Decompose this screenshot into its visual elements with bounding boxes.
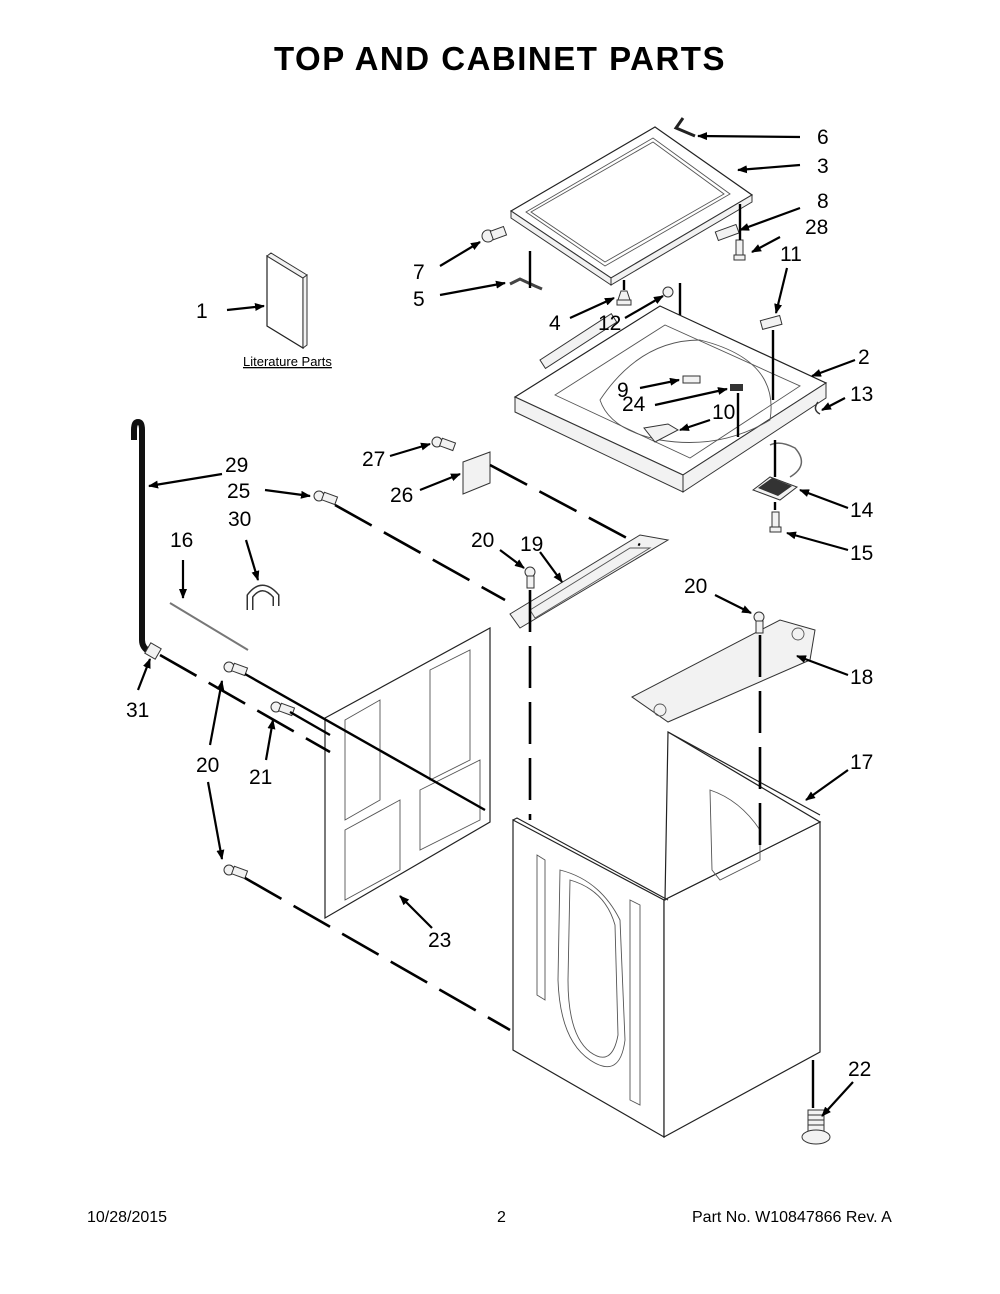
wire-clip-part[interactable] [814, 401, 821, 415]
hinge-pin-part[interactable] [673, 117, 696, 138]
literature-manual-part[interactable] [266, 252, 308, 350]
callout-19: 19 [520, 533, 543, 556]
lid-screw-part[interactable] [481, 225, 508, 243]
callout-24: 24 [622, 393, 646, 416]
screw-28-part[interactable] [733, 239, 746, 261]
callout-5: 5 [413, 288, 425, 311]
callout-20-brace: 20 [471, 529, 494, 552]
screw-27-part[interactable] [431, 436, 457, 452]
drain-hose-part[interactable] [131, 418, 152, 655]
callout-23: 23 [428, 929, 451, 952]
screw-15-part[interactable] [769, 511, 782, 533]
tie-strap-part[interactable] [169, 602, 249, 651]
literature-parts-label: Literature Parts [243, 354, 332, 369]
lid-switch-actuator-part[interactable] [714, 223, 740, 242]
callout-28: 28 [805, 216, 828, 239]
top-panel-part[interactable] [513, 305, 828, 493]
callout-25: 25 [227, 480, 250, 503]
callout-27: 27 [362, 448, 385, 471]
callout-12: 12 [598, 312, 621, 335]
page-title: TOP AND CABINET PARTS [274, 40, 726, 77]
callout-7: 7 [413, 261, 425, 284]
screw-20-upper-left-part[interactable] [223, 661, 249, 677]
callout-8: 8 [817, 190, 829, 213]
rear-brace-part[interactable] [631, 619, 816, 723]
callout-14: 14 [850, 499, 874, 522]
clip-part[interactable] [662, 286, 674, 298]
bracket-part[interactable] [462, 451, 491, 495]
callout-17: 17 [850, 751, 873, 774]
screw-25-part[interactable] [313, 490, 339, 506]
footer-page-number: 2 [497, 1209, 506, 1226]
callout-29: 29 [225, 454, 248, 477]
callout-11: 11 [780, 243, 802, 266]
hose-clamp-part[interactable] [144, 642, 162, 660]
callout-31: 31 [126, 699, 149, 722]
callout-30: 30 [228, 508, 251, 531]
callout-13: 13 [850, 383, 873, 406]
callout-21: 21 [249, 766, 272, 789]
hinge-part[interactable] [509, 277, 543, 291]
callout-2: 2 [858, 346, 870, 369]
callout-4: 4 [549, 312, 561, 335]
bumper-part[interactable] [616, 290, 632, 306]
callout-20-left: 20 [196, 754, 219, 777]
footer-date: 10/28/2015 [87, 1209, 168, 1226]
cabinet-part[interactable] [512, 730, 822, 1139]
callout-18: 18 [850, 666, 873, 689]
callout-10: 10 [712, 401, 735, 424]
callout-16: 16 [170, 529, 193, 552]
dispenser-cover-part[interactable] [643, 423, 680, 443]
callout-9: 9 [617, 379, 629, 402]
callout-6: 6 [817, 126, 829, 149]
callout-22: 22 [848, 1058, 871, 1081]
callout-3: 3 [817, 155, 829, 178]
lid-part[interactable] [509, 126, 754, 286]
lid-lock-part[interactable] [759, 314, 783, 331]
lid-switch-part[interactable] [751, 442, 803, 501]
screw-20-brace-part[interactable] [524, 566, 536, 589]
spacer-part[interactable] [682, 375, 701, 384]
leveling-leg-part[interactable] [801, 1109, 831, 1145]
callout-20-right: 20 [684, 575, 707, 598]
rear-panel-part[interactable] [324, 626, 491, 920]
screw-20-lower-left-part[interactable] [223, 864, 249, 880]
callout-15: 15 [850, 542, 873, 565]
callout-1: 1 [196, 300, 208, 323]
screw-20-right-part[interactable] [753, 611, 765, 634]
callout-26: 26 [390, 484, 413, 507]
pad-part[interactable] [730, 384, 743, 391]
front-brace-part[interactable] [509, 534, 670, 629]
footer-part-number: Part No. W10847866 Rev. A [692, 1209, 892, 1226]
